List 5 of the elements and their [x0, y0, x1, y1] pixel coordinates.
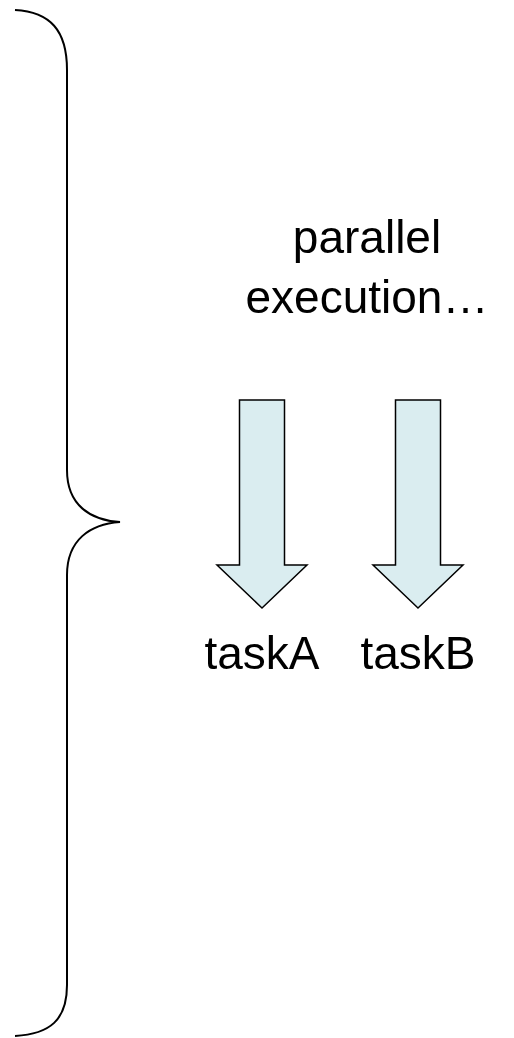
node-label: taskB	[360, 626, 476, 682]
node-label: taskA	[204, 626, 320, 682]
node-label: parallel execution…	[244, 209, 490, 325]
block-arrow	[215, 399, 309, 610]
block-arrow	[371, 399, 465, 610]
